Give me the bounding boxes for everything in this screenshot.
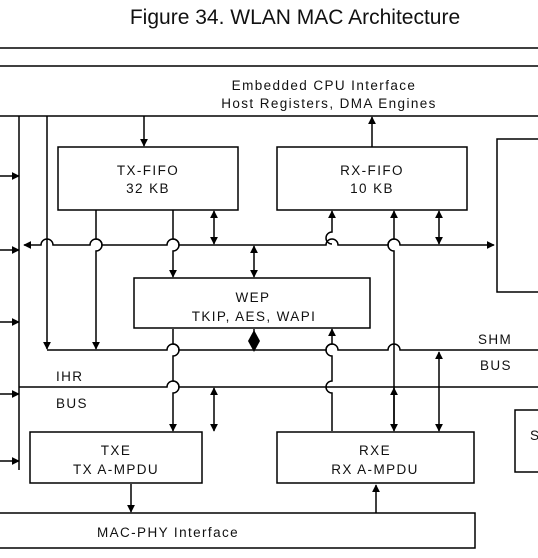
right-lower-block-label: S [530,428,538,443]
txe-block [29,431,203,484]
ihr-bus-label: BUS [56,396,88,411]
mac-phy-interface-box [0,512,476,549]
rxe-label: RXE [359,443,391,458]
ihr-label: IHR [56,369,83,384]
txe-label: TXE [101,443,131,458]
figure-title: Figure 34. WLAN MAC Architecture [129,6,461,29]
rxe-ampdu-label: RX A-MPDU [331,462,419,477]
top-interface-label-line2: Host Registers, DMA Engines [221,96,437,111]
rxe-to-wep-arrow [325,328,336,431]
mac-phy-interface-label: MAC-PHY Interface [97,525,239,540]
rxe-block [276,431,475,484]
main-data-bus-line [23,238,495,249]
top-interface-label-line1: Embedded CPU Interface [232,78,417,93]
right-block-partial [496,138,538,293]
ihr-bus-line [19,380,538,388]
bus-to-rx-fifo-arrow-a [325,210,336,245]
rx-fifo-block [276,146,468,211]
wep-ciphers-label: TKIP, AES, WAPI [192,309,317,324]
tx-fifo-to-wep-arrow [169,210,180,278]
txe-ampdu-label: TX A-MPDU [73,462,159,477]
rxe-to-rx-fifo-arrow [387,210,398,430]
tx-fifo-label: TX-FIFO [117,163,179,178]
rx-fifo-size-label: 10 KB [350,181,394,196]
tx-fifo-block [57,146,239,211]
wep-block [133,277,371,329]
wep-label: WEP [236,290,271,305]
right-lower-block-partial [514,409,538,473]
rx-fifo-label: RX-FIFO [340,163,404,178]
shm-bus-label: BUS [480,358,512,373]
wep-shm-diamond-connector [248,330,260,352]
shm-label: SHM [478,332,512,347]
tx-fifo-to-shm-line [92,210,103,350]
wep-to-txe-arrow [169,329,180,432]
tx-fifo-size-label: 32 KB [126,181,170,196]
shm-bus-line [47,343,538,351]
